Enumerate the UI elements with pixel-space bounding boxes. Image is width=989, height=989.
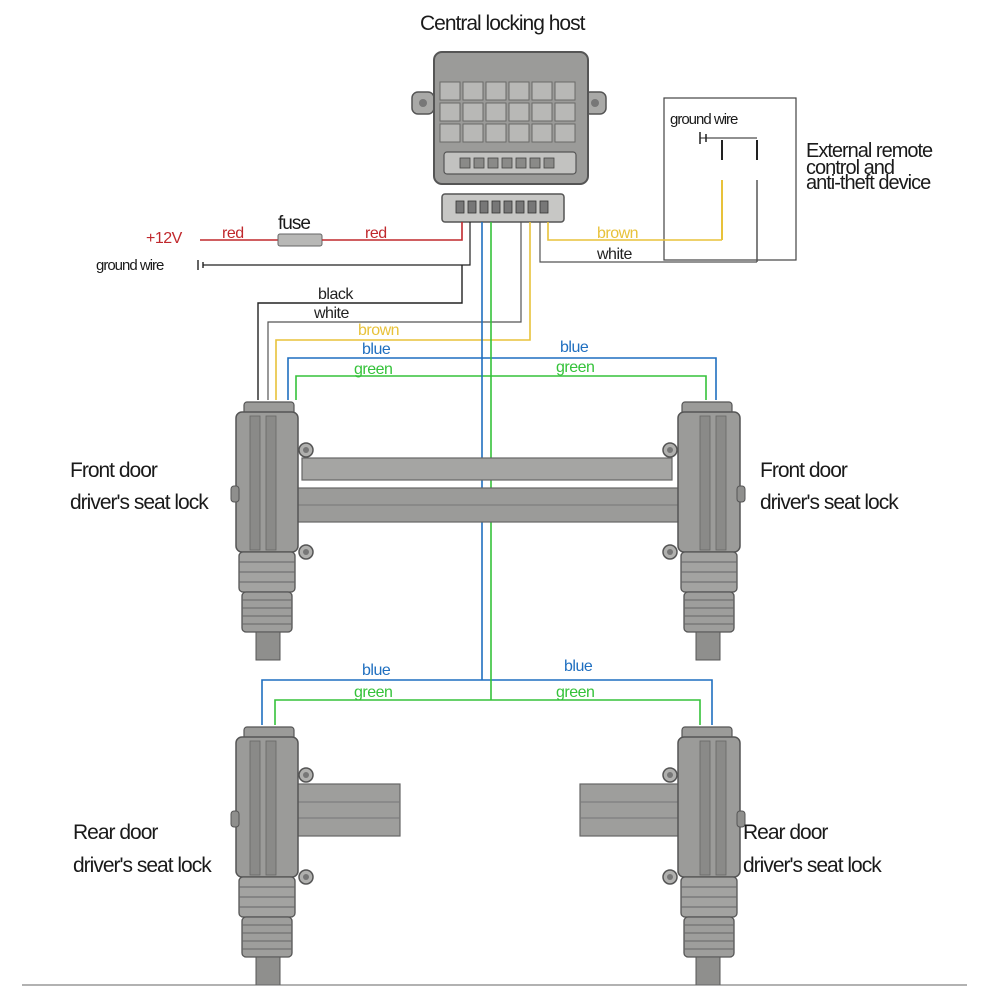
front-right-lock-label-line2: driver's seat lock [760, 491, 899, 514]
brown-wire-label: brown [358, 322, 399, 339]
central-locking-host [411, 51, 607, 223]
rear-right-lock [579, 726, 746, 986]
front-left-lock [230, 401, 314, 661]
fuse-label: fuse [278, 213, 310, 234]
ground-wire-label-left: ground wire [96, 257, 164, 274]
blue-wire-label-front-left: blue [362, 341, 391, 358]
remote-label-line1: External remote [806, 140, 933, 162]
front-linkage-bar [283, 457, 689, 523]
voltage-label: +12V [146, 230, 183, 247]
rear-left-lock [230, 726, 401, 986]
front-right-lock [662, 401, 746, 661]
rear-right-lock-label-line1: Rear door [743, 821, 828, 844]
brown-wire-label-top: brown [597, 225, 638, 242]
front-left-lock-label-line2: driver's seat lock [70, 491, 209, 514]
black-wire-label: black [318, 286, 354, 303]
external-remote-box [663, 97, 797, 262]
wires [197, 222, 757, 725]
red-wire-label-right: red [365, 225, 387, 242]
white-wire-label-top: white [596, 246, 632, 263]
rear-left-lock-label-line1: Rear door [73, 821, 158, 844]
green-wire-label-front-right: green [556, 359, 594, 376]
green-wire-label-rear-left: green [354, 684, 392, 701]
ground-wire-label-remote: ground wire [670, 111, 738, 128]
front-right-lock-label-line1: Front door [760, 459, 848, 482]
green-wire-label-rear-right: green [556, 684, 594, 701]
white-wire-label: white [313, 305, 349, 322]
green-wire-label-front-left: green [354, 361, 392, 378]
blue-wire-label-front-right: blue [560, 339, 589, 356]
rear-left-lock-label-line2: driver's seat lock [73, 854, 212, 877]
remote-label-line3: anti-theft device [806, 172, 931, 194]
host-title: Central locking host [420, 12, 586, 35]
blue-wire-label-rear-right: blue [564, 658, 593, 675]
front-left-lock-label-line1: Front door [70, 459, 158, 482]
blue-wire-label-rear-left: blue [362, 662, 391, 679]
red-wire-label-left: red [222, 225, 244, 242]
rear-right-lock-label-line2: driver's seat lock [743, 854, 882, 877]
remote-label-line2: control and [806, 157, 894, 179]
